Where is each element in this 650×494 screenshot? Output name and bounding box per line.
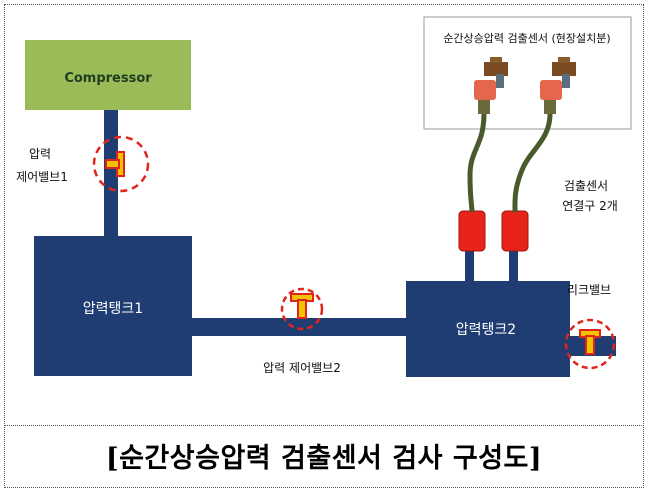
- pressure-sensor-2: [540, 57, 576, 114]
- connector-label-line2: 연결구 2개: [562, 199, 618, 213]
- sensor-box: [423, 16, 632, 130]
- pressure-tank-2: [406, 281, 570, 377]
- pressure-tank-1: [34, 236, 192, 376]
- tank2-label: 압력탱크2: [456, 322, 516, 338]
- pressure-sensor-1: [474, 57, 508, 114]
- valve2-label: 압력 제어밸브2: [263, 361, 341, 375]
- valve1-label-line1: 압력: [29, 147, 51, 161]
- connector-stub-1: [465, 245, 474, 283]
- pipe-tank1-tank2: [190, 318, 408, 336]
- sensor-cable-2: [512, 113, 553, 213]
- compressor-label: Compressor: [64, 71, 152, 86]
- valve1-label-line2: 제어밸브1: [16, 170, 68, 184]
- figure-caption: [순간상승압력 검출센서 검사 구성도]: [105, 443, 543, 474]
- compressor-box: [25, 40, 191, 110]
- connector-label-line1: 검출센서: [564, 179, 608, 193]
- sensor-box-title: 순간상승압력 검출센서 (현장설치분): [443, 32, 610, 45]
- connector-stub-2: [509, 245, 518, 283]
- caption-divider: [4, 425, 644, 426]
- leak-valve-label: 리크밸브: [567, 283, 611, 297]
- sensor-connector-2: [501, 210, 529, 252]
- figure-frame: [4, 4, 644, 488]
- sensor-connector-1: [458, 210, 486, 252]
- pipe-compressor-tank1: [104, 110, 118, 238]
- sensor-cable-1: [467, 113, 487, 213]
- pressure-control-valve-2: [280, 287, 324, 331]
- tank1-label: 압력탱크1: [83, 301, 143, 317]
- pressure-control-valve-1: [92, 135, 150, 193]
- leak-valve: [564, 318, 616, 370]
